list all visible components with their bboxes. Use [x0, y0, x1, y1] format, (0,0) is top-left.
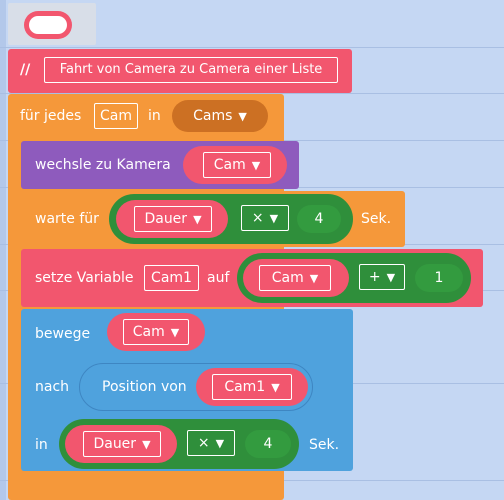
- workspace-gutter: [0, 0, 6, 500]
- set-variable-math-expression[interactable]: Cam▼ +▼ 1: [237, 253, 471, 303]
- chevron-down-icon: ▼: [193, 213, 202, 226]
- foreach-list-dropdown[interactable]: Cams ▼: [172, 100, 268, 132]
- switch-camera-label: wechsle zu Kamera: [35, 157, 171, 173]
- set-variable-name-field[interactable]: Cam1: [144, 265, 199, 291]
- wait-variable-pill[interactable]: Dauer▼: [116, 200, 228, 238]
- move-duration-variable-dropdown[interactable]: Dauer▼: [83, 431, 161, 457]
- move-block[interactable]: bewege Cam▼ nach Position von Cam1▼ in D…: [21, 309, 353, 471]
- wait-block[interactable]: warte für Dauer▼ ×▼ 4 Sek.: [21, 191, 405, 247]
- position-of-value-pill[interactable]: Cam1▼: [196, 368, 308, 406]
- position-of-value-dropdown[interactable]: Cam1▼: [212, 374, 292, 400]
- grid-line: [0, 93, 504, 94]
- move-value-dropdown[interactable]: Cam▼: [123, 319, 189, 345]
- position-of-label: Position von: [102, 379, 187, 395]
- switch-camera-value-pill[interactable]: Cam▼: [183, 146, 287, 184]
- start-hat-block[interactable]: [8, 3, 96, 45]
- move-in-label: in: [35, 437, 48, 453]
- move-duration-variable-pill[interactable]: Dauer▼: [65, 425, 177, 463]
- set-variable-operator-dropdown[interactable]: +▼: [359, 264, 405, 290]
- foreach-label: für jedes: [20, 108, 82, 124]
- wait-variable-dropdown[interactable]: Dauer▼: [134, 206, 212, 232]
- wait-operator-dropdown[interactable]: ×▼: [241, 205, 289, 231]
- chevron-down-icon: ▼: [309, 272, 319, 285]
- chevron-down-icon: ▼: [251, 159, 261, 172]
- set-variable-label: setze Variable: [35, 270, 134, 286]
- start-hat-pill: [24, 11, 72, 39]
- comment-text-field[interactable]: Fahrt von Camera zu Camera einer Liste: [44, 57, 338, 83]
- comment-block[interactable]: // Fahrt von Camera zu Camera einer List…: [8, 49, 352, 93]
- move-label: bewege: [35, 326, 91, 342]
- foreach-in-label: in: [148, 108, 161, 124]
- chevron-down-icon: ▼: [269, 212, 279, 225]
- chevron-down-icon: ▼: [215, 437, 225, 450]
- wait-number-field[interactable]: 4: [297, 205, 341, 233]
- set-variable-number-field[interactable]: 1: [415, 264, 463, 292]
- move-unit-label: Sek.: [309, 437, 340, 453]
- chevron-down-icon: ▼: [271, 381, 280, 394]
- set-variable-to-label: auf: [207, 270, 230, 286]
- chevron-down-icon: ▼: [142, 438, 151, 451]
- foreach-header: für jedes Cam in Cams ▼: [8, 94, 284, 140]
- chevron-down-icon: ▼: [238, 110, 247, 123]
- chevron-down-icon: ▼: [170, 326, 180, 339]
- position-of-block[interactable]: Position von Cam1▼: [79, 363, 313, 411]
- move-duration-operator-dropdown[interactable]: ×▼: [187, 430, 235, 456]
- set-variable-value-pill[interactable]: Cam▼: [243, 259, 349, 297]
- grid-line: [0, 47, 504, 48]
- chevron-down-icon: ▼: [386, 271, 396, 284]
- wait-math-expression[interactable]: Dauer▼ ×▼ 4: [109, 194, 353, 244]
- wait-unit-label: Sek.: [361, 211, 392, 227]
- move-duration-number-field[interactable]: 4: [245, 430, 291, 458]
- move-value-pill[interactable]: Cam▼: [107, 313, 205, 351]
- foreach-variable-field[interactable]: Cam: [94, 103, 138, 129]
- foreach-list-value: Cams: [193, 108, 233, 124]
- move-duration-math-expression[interactable]: Dauer▼ ×▼ 4: [59, 419, 299, 469]
- comment-marker: //: [20, 62, 31, 78]
- switch-camera-value-dropdown[interactable]: Cam▼: [203, 152, 271, 178]
- switch-camera-block[interactable]: wechsle zu Kamera Cam▼: [21, 141, 299, 189]
- set-variable-block[interactable]: setze Variable Cam1 auf Cam▼ +▼ 1: [21, 249, 483, 307]
- move-to-label: nach: [35, 379, 70, 395]
- set-variable-value-dropdown[interactable]: Cam▼: [259, 265, 331, 291]
- wait-label: warte für: [35, 211, 99, 227]
